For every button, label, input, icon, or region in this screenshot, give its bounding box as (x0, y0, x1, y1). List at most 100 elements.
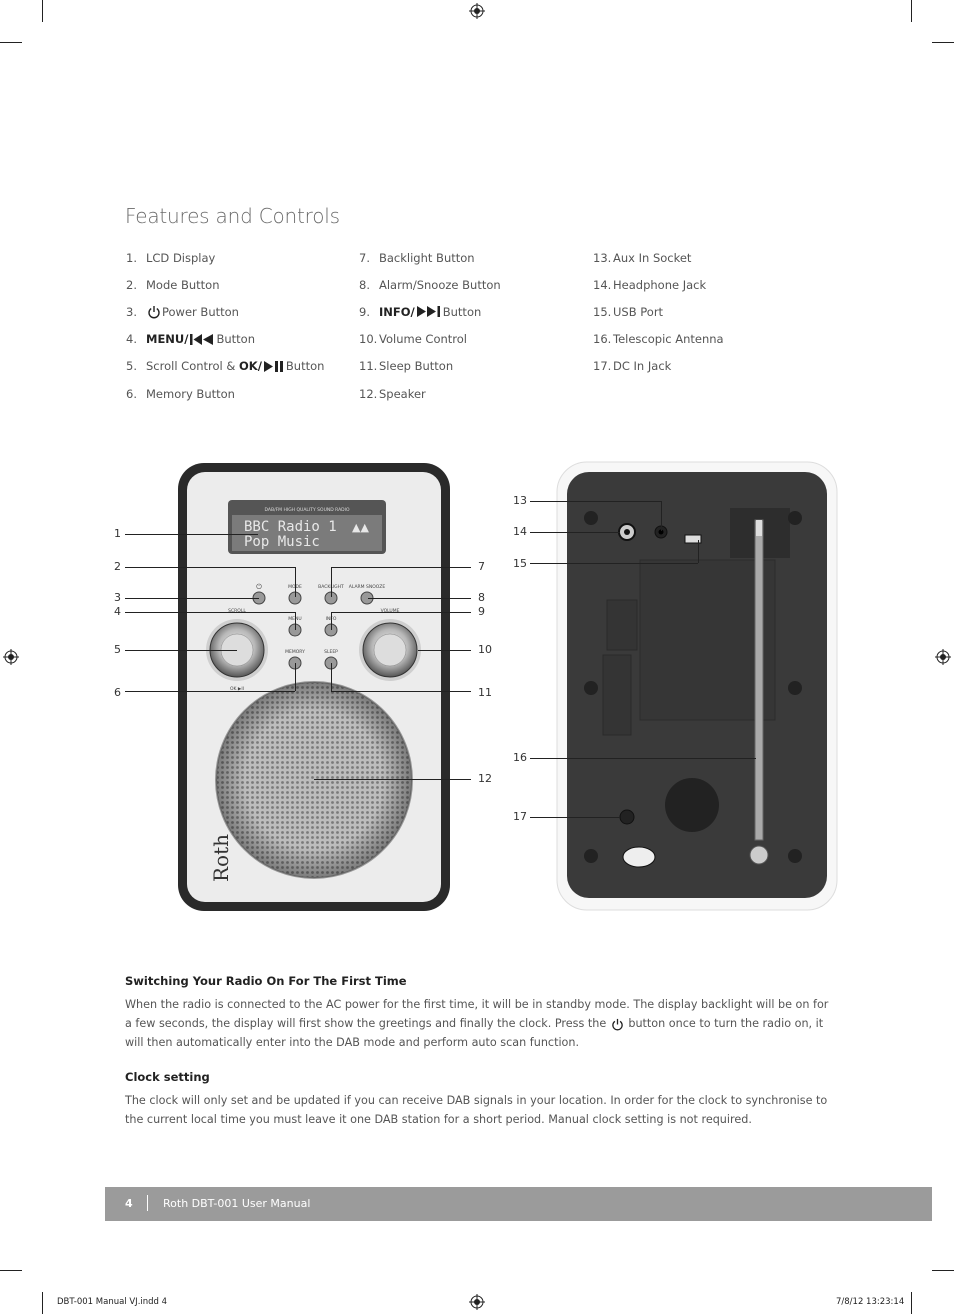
list-item: 2.Mode Button (126, 277, 220, 292)
feature-list-col2: 7.Backlight Button 8.Alarm/Snooze Button… (359, 244, 501, 407)
callout-line (418, 650, 471, 651)
callout-number: 12 (478, 772, 492, 785)
callout-number: 14 (513, 525, 527, 538)
callout-number: 5 (114, 643, 121, 656)
callout-line (661, 501, 662, 531)
dc-in-jack (619, 809, 635, 825)
list-item: 9.INFO/ Button (359, 304, 482, 319)
callout-number: 9 (478, 605, 485, 618)
callout-number: 6 (114, 686, 121, 699)
callout-number: 11 (478, 686, 492, 699)
telescopic-antenna (754, 519, 764, 841)
callout-line (314, 779, 471, 780)
lcd-line-1: BBC Radio 1 (244, 519, 337, 535)
callout-line (295, 567, 296, 597)
footer-divider (147, 1195, 148, 1211)
section-paragraph: The clock will only set and be updated i… (125, 1094, 828, 1126)
knob-volume-label: VOLUME (381, 608, 400, 614)
callout-line (530, 501, 661, 502)
list-item: 4.MENU/ Button (126, 332, 255, 347)
section-heading: Clock setting (125, 1070, 210, 1084)
lcd-line-2: Pop Music (244, 534, 320, 550)
radio-front-illustration: DAB/FM HIGH QUALITY SOUND RADIO BBC Radi… (178, 463, 450, 911)
brand-logo: Roth (209, 834, 233, 882)
callout-number: 16 (513, 751, 527, 764)
crop-mark (932, 1270, 954, 1271)
list-item: 10.Volume Control (359, 332, 467, 347)
feature-list-col3: 13.Aux In Socket 14.Headphone Jack 15.US… (593, 244, 724, 380)
power-icon (148, 305, 160, 319)
callout-number: 15 (513, 557, 527, 570)
footer-title: Roth DBT-001 User Manual (163, 1197, 311, 1210)
list-item: 1.LCD Display (126, 250, 216, 265)
callout-number: 3 (114, 591, 121, 604)
section-heading: Switching Your Radio On For The First Ti… (125, 974, 407, 988)
callout-line (698, 540, 699, 563)
callout-line (125, 691, 295, 692)
feature-list-col1: 1.LCD Display 2.Mode Button 3. Power But… (126, 244, 324, 407)
list-item: 14.Headphone Jack (593, 277, 707, 292)
radio-header-text: DAB/FM HIGH QUALITY SOUND RADIO (265, 507, 350, 513)
btn-alarm-label: ALARM SNOOZE (349, 584, 386, 590)
bass-port (665, 778, 719, 832)
callout-line (331, 691, 471, 692)
list-item: 8.Alarm/Snooze Button (359, 277, 501, 292)
list-item: 11.Sleep Button (359, 359, 454, 374)
callout-number: 17 (513, 810, 527, 823)
crop-mark (42, 0, 43, 22)
power-icon (612, 1018, 623, 1030)
skip-forward-icon (416, 306, 440, 318)
callout-line (125, 612, 295, 613)
usb-port (684, 534, 702, 544)
list-item: 7.Backlight Button (359, 250, 475, 265)
crop-mark (42, 1292, 43, 1314)
callout-number: 8 (478, 591, 485, 604)
callout-number: 10 (478, 643, 492, 656)
callout-number: 4 (114, 605, 121, 618)
radio-back-illustration (556, 461, 838, 911)
list-item: 5.Scroll Control & OK/ Button (126, 359, 325, 374)
callout-line (331, 567, 332, 597)
callout-line (331, 663, 332, 691)
callout-number: 2 (114, 560, 121, 573)
list-item: 17.DC In Jack (593, 359, 672, 374)
knob-scroll-label: SCROLL (228, 608, 246, 614)
callout-line (125, 598, 259, 599)
callout-line (530, 817, 620, 818)
callout-line (295, 612, 296, 630)
callout-line (530, 532, 620, 533)
registration-mark-icon (3, 649, 19, 665)
list-item: 15.USB Port (593, 304, 664, 319)
btn-memory-label: MEMORY (285, 649, 305, 655)
callout-line (368, 598, 471, 599)
list-item: 13.Aux In Socket (593, 250, 692, 265)
signal-icon: ▲▲ (352, 521, 369, 534)
knob-ok-label: OK ▶II (230, 686, 244, 692)
registration-mark-icon (469, 1294, 485, 1310)
callout-number: 13 (513, 494, 527, 507)
list-item: 6.Memory Button (126, 386, 235, 401)
callout-line (125, 534, 258, 535)
list-item: 12.Speaker (359, 386, 426, 401)
btn-sleep-label: SLEEP (324, 649, 338, 655)
registration-mark-icon (469, 3, 485, 19)
skip-back-icon (190, 333, 214, 345)
crop-mark (911, 1292, 912, 1314)
crop-mark (911, 0, 912, 22)
footer-bar: 4 Roth DBT-001 User Manual (105, 1187, 932, 1221)
callout-line (331, 612, 471, 613)
power-icon: ⏻ (256, 583, 262, 591)
callout-line (295, 663, 296, 691)
slug-filename: DBT-001 Manual VJ.indd 4 (57, 1297, 168, 1307)
play-pause-icon (263, 360, 283, 372)
crop-mark (0, 1270, 22, 1271)
slug-timestamp: 7/8/12 13:23:14 (836, 1297, 905, 1307)
page-number: 4 (125, 1197, 133, 1210)
callout-line (125, 650, 237, 651)
certification-badge (622, 846, 656, 868)
callout-number: 7 (478, 560, 485, 573)
page-title: Features and Controls (125, 204, 340, 228)
callout-line (331, 567, 471, 568)
list-item: 3. Power Button (126, 304, 239, 319)
callout-line (530, 758, 756, 759)
